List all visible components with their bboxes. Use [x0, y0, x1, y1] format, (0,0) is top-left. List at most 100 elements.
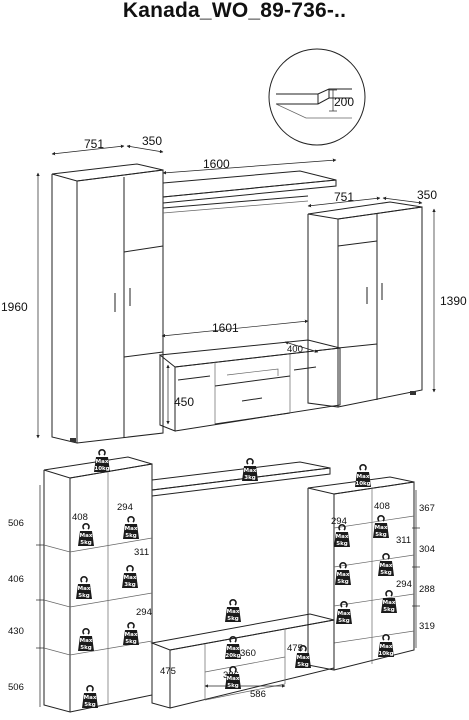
- svg-text:5kg: 5kg: [227, 683, 238, 689]
- weight-icon-right-shelf-6: Max 5kg: [381, 590, 397, 613]
- left-height-2: 406: [8, 574, 24, 585]
- left-shelf-dim-1: 408: [72, 512, 88, 523]
- left-height-1: 506: [8, 518, 24, 529]
- weight-icon-right-shelf-5: Max 5kg: [336, 601, 352, 624]
- svg-text:5kg: 5kg: [78, 593, 89, 599]
- stand-depth: 400: [287, 344, 303, 355]
- svg-text:5kg: 5kg: [80, 540, 91, 546]
- svg-text:Max: Max: [337, 572, 350, 578]
- svg-text:5kg: 5kg: [227, 616, 238, 622]
- svg-text:5kg: 5kg: [337, 579, 348, 585]
- right-height-2: 304: [419, 544, 435, 555]
- svg-text:10kg: 10kg: [378, 651, 393, 657]
- page-title: Kanada_WO_89-736-..: [122, 0, 347, 22]
- svg-text:Max: Max: [227, 609, 240, 615]
- svg-text:5kg: 5kg: [80, 645, 91, 651]
- left-shelf-dim-2: 294: [117, 502, 133, 513]
- stand-dim-2: 360: [240, 648, 256, 659]
- weight-icon-right-shelf-3: Max 5kg: [335, 562, 351, 585]
- assembled-view: 751 350 1960 1600 751 350 1390 1601 400 …: [1, 134, 467, 444]
- weight-icon-right-shelf-1: Max 5kg: [334, 524, 350, 547]
- right-tower: [307, 201, 423, 408]
- left-tower-width: 751: [84, 137, 104, 151]
- svg-text:5kg: 5kg: [383, 607, 394, 613]
- stand-dim-1: 475: [160, 666, 176, 677]
- right-tower-depth: 350: [417, 188, 437, 202]
- right-shelf-dim-4: 294: [396, 579, 412, 590]
- weight-icon-bridge-lower: Max 5kg: [225, 599, 241, 622]
- weight-icon-left-shelf-1: Max 5kg: [78, 523, 94, 546]
- weight-icon-right-shelf-4: Max 5kg: [378, 553, 394, 576]
- left-tower-depth: 350: [142, 134, 162, 148]
- weight-icon-left-shelf-4: Max 3kg: [122, 565, 138, 588]
- svg-text:Max: Max: [227, 646, 240, 652]
- svg-text:5kg: 5kg: [125, 533, 136, 539]
- right-shelf-dim-1: 294: [331, 516, 347, 527]
- svg-text:20kg: 20kg: [225, 653, 240, 659]
- svg-text:5kg: 5kg: [84, 702, 95, 708]
- svg-text:Max: Max: [96, 459, 109, 465]
- svg-text:Max: Max: [125, 632, 138, 638]
- weight-icon-top-left: Max 10kg: [94, 449, 110, 472]
- svg-text:5kg: 5kg: [297, 662, 308, 668]
- weight-icon-stand-left: Max 5kg: [225, 666, 241, 689]
- weight-icon-left-shelf-5: Max 5kg: [78, 628, 94, 651]
- svg-text:Max: Max: [380, 644, 393, 650]
- left-tower-height: 1960: [1, 300, 28, 314]
- svg-text:Max: Max: [84, 695, 97, 701]
- svg-text:3kg: 3kg: [124, 582, 135, 588]
- svg-text:5kg: 5kg: [375, 532, 386, 538]
- stand-height: 450: [174, 395, 194, 409]
- left-shelf-dim-3: 311: [134, 547, 149, 558]
- weight-icon-top-right: Max 10kg: [355, 464, 371, 487]
- svg-text:Max: Max: [124, 575, 137, 581]
- bridge-width: 1600: [203, 157, 230, 171]
- right-tower-width: 751: [334, 190, 354, 204]
- right-height-1: 367: [419, 503, 435, 514]
- detail-dim-label: 200: [334, 95, 354, 109]
- left-height-4: 506: [8, 682, 24, 693]
- svg-text:Max: Max: [78, 586, 91, 592]
- svg-text:Max: Max: [80, 533, 93, 539]
- svg-text:Max: Max: [336, 534, 349, 540]
- svg-text:Max: Max: [338, 611, 351, 617]
- svg-text:10kg: 10kg: [94, 466, 109, 472]
- svg-text:Max: Max: [375, 525, 388, 531]
- right-height-4: 319: [419, 621, 435, 632]
- svg-text:Max: Max: [125, 526, 138, 532]
- weight-icon-stand-center: Max 20kg: [225, 636, 241, 659]
- tv-stand: [158, 339, 341, 432]
- weight-icon-stand-right: Max 5kg: [295, 645, 311, 668]
- load-view: 506 406 430 506 367 304 288 319 408 294 …: [8, 449, 435, 713]
- weight-icon-right-shelf-2: Max 5kg: [373, 515, 389, 538]
- svg-text:5kg: 5kg: [336, 541, 347, 547]
- stand-dim-3: 475: [287, 643, 303, 654]
- svg-text:Max: Max: [357, 474, 370, 480]
- svg-text:Max: Max: [80, 638, 93, 644]
- svg-text:Max: Max: [227, 676, 240, 682]
- svg-text:5kg: 5kg: [380, 570, 391, 576]
- right-shelf-dim-2: 408: [374, 501, 390, 512]
- detail-circle: 200: [268, 48, 366, 146]
- stand-dim-5: 586: [250, 689, 266, 700]
- bridge-shelf: [162, 170, 337, 214]
- weight-icon-left-shelf-6: Max 5kg: [123, 622, 139, 645]
- weight-icon-right-bottom: Max 10kg: [378, 634, 394, 657]
- right-height-3: 288: [419, 584, 435, 595]
- stand-width: 1601: [212, 321, 239, 335]
- weight-icon-bridge: Max 3kg: [242, 458, 258, 481]
- svg-text:Max: Max: [383, 600, 396, 606]
- left-shelf-dim-4: 294: [136, 607, 152, 618]
- right-shelf-dim-3: 311: [396, 535, 411, 546]
- svg-text:5kg: 5kg: [338, 618, 349, 624]
- svg-text:Max: Max: [380, 563, 393, 569]
- weight-icon-left-shelf-2: Max 5kg: [123, 516, 139, 539]
- svg-text:Max: Max: [244, 468, 257, 474]
- svg-text:5kg: 5kg: [125, 639, 136, 645]
- svg-text:10kg: 10kg: [355, 481, 370, 487]
- weight-icon-left-bottom: Max 5kg: [82, 685, 98, 708]
- left-tower: [51, 163, 164, 444]
- left-height-3: 430: [8, 626, 24, 637]
- right-tower-height: 1390: [440, 294, 467, 308]
